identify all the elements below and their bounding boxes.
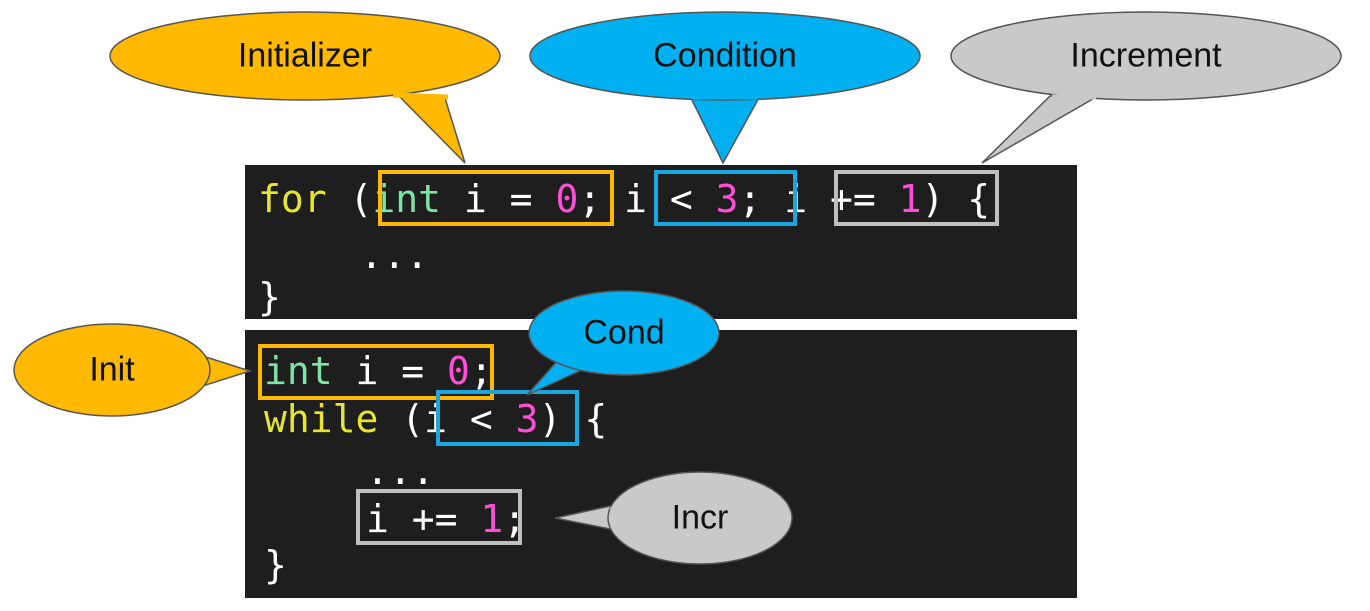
while-incr-expr: i += — [366, 497, 481, 541]
for-init-value: 0 — [555, 177, 579, 221]
init-callout — [13, 323, 253, 417]
while-cond-value: 3 — [515, 397, 539, 441]
while-line-2: while (i < 3) { — [264, 397, 608, 441]
while-cond-box — [436, 390, 579, 446]
while-incr-box — [356, 489, 522, 545]
while-line-1: int i = 0; — [264, 349, 493, 393]
while-keyword: while — [264, 397, 379, 441]
increment-callout — [950, 11, 1342, 164]
for-increment-box — [834, 170, 999, 226]
while-incr-value: 1 — [480, 497, 504, 541]
while-init-box — [258, 344, 494, 400]
incr-callout — [554, 471, 793, 565]
for-line-2: ... — [360, 233, 429, 277]
for-initializer-box — [378, 170, 614, 226]
for-incr-value: 1 — [898, 177, 922, 221]
while-cond-expr: i < — [424, 397, 516, 441]
while-line-3: ... — [366, 449, 435, 493]
initializer-label: Initializer — [237, 36, 373, 75]
incr-label: Incr — [671, 498, 729, 537]
increment-label: Increment — [1070, 36, 1222, 75]
while-init-type: int — [264, 349, 333, 393]
for-line-3: } — [258, 275, 281, 319]
for-keyword: for — [258, 177, 327, 221]
initializer-callout — [109, 11, 501, 164]
for-cond-value: 3 — [715, 177, 739, 221]
cond-label: Cond — [583, 313, 665, 352]
condition-callout — [529, 11, 921, 165]
for-loop-code-panel — [245, 165, 1077, 319]
cond-callout — [526, 290, 720, 396]
for-cond-expr: i < — [624, 177, 716, 221]
init-label: Init — [89, 350, 135, 389]
while-line-5: } — [264, 543, 287, 587]
condition-label: Condition — [653, 36, 797, 75]
while-init-value: 0 — [447, 349, 470, 393]
for-condition-box — [654, 170, 797, 226]
for-init-type: int — [372, 177, 442, 221]
